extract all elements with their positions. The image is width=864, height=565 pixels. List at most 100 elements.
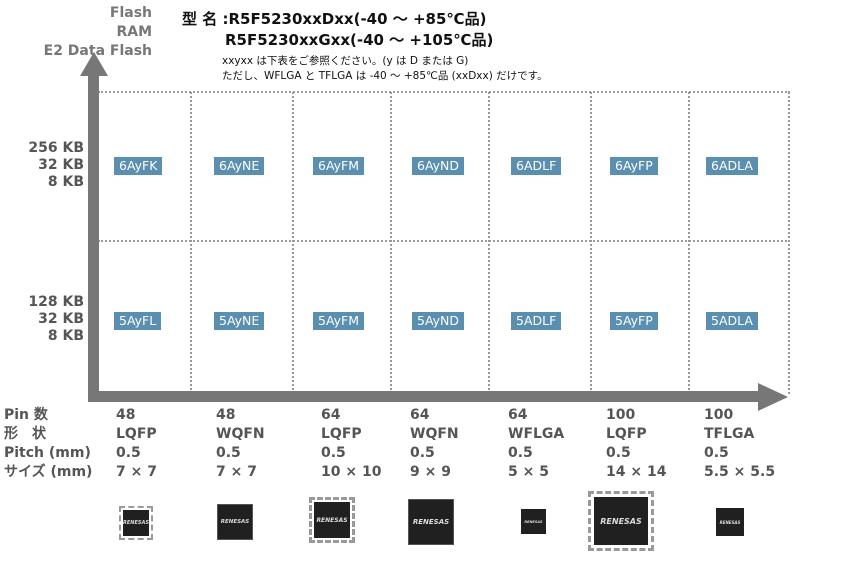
chip-logo: RENESAS — [316, 516, 348, 524]
part-code-badge: 6ADLA — [706, 157, 758, 175]
pitch-value: 0.5 — [704, 445, 729, 461]
package-shape: WQFN — [216, 426, 265, 442]
model-85c: R5F5230xxDxx — [228, 10, 354, 28]
lga-chip-icon: RENESAS — [716, 508, 744, 536]
grid-divider-7 — [788, 92, 790, 394]
part-code-badge: 5AyFM — [313, 312, 365, 330]
chip-logo: RENESAS — [524, 519, 543, 524]
size-value: 7 × 7 — [216, 464, 257, 480]
chip-logo: RENESAS — [412, 518, 450, 526]
size-value: 7 × 7 — [116, 464, 157, 480]
size-value: 14 × 14 — [606, 464, 667, 480]
y-axis-label-e2-data-flash: E2 Data Flash — [43, 43, 152, 59]
package-column: 48 LQFP 0.5 7 × 7 — [116, 406, 196, 482]
size-value: 9 × 9 — [410, 464, 451, 480]
size-value: 5 × 5 — [508, 464, 549, 480]
package-shape: TFLGA — [704, 426, 755, 442]
memory-label-row-2: 128 KB 32 KB 8 KB — [0, 294, 84, 345]
part-code-badge: 5ADLF — [511, 312, 562, 330]
model-85c-range: (-40 ～ +85℃品) — [353, 10, 487, 28]
model-line-2: R5F5230xxGxx(-40 ～ +105℃品) — [225, 29, 493, 50]
grid-line-top — [98, 91, 790, 93]
pitch-value: 0.5 — [216, 445, 241, 461]
x-axis-arrow-icon — [758, 383, 788, 411]
part-code-badge: 6ADLF — [511, 157, 562, 175]
pin-count: 100 — [606, 407, 636, 423]
pitch-value: 0.5 — [508, 445, 533, 461]
grid-divider-6 — [688, 92, 690, 394]
pitch-value: 0.5 — [321, 445, 346, 461]
grid-line-middle — [98, 240, 790, 242]
lga-chip-icon: RENESAS — [521, 509, 546, 534]
package-column: 64 WQFN 0.5 9 × 9 — [410, 406, 490, 482]
note-line-2: ただし、WFLGA と TFLGA は -40 ～ +85℃品 (xxDxx) … — [222, 70, 548, 82]
size-value: 5.5 × 5.5 — [704, 464, 776, 480]
pin-count: 64 — [321, 407, 341, 423]
qfp-chip-icon: RENESAS — [309, 497, 355, 543]
package-column: 64 WFLGA 0.5 5 × 5 — [508, 406, 588, 482]
part-code-badge: 5AyND — [412, 312, 465, 330]
x-axis — [88, 391, 760, 402]
grid-divider-2 — [292, 92, 294, 394]
model-105c-range: (-40 ～ +105℃品) — [350, 31, 494, 49]
pitch-value: 0.5 — [410, 445, 435, 461]
grid-divider-5 — [590, 92, 592, 394]
flash-size: 128 KB — [28, 294, 84, 310]
memory-label-row-1: 256 KB 32 KB 8 KB — [0, 140, 84, 191]
qfp-chip-icon: RENESAS — [119, 506, 153, 540]
pin-count: 48 — [216, 407, 236, 423]
pin-count: 64 — [410, 407, 430, 423]
part-code-badge: 6AyFK — [114, 157, 163, 175]
model-105c: R5F5230xxGxx — [225, 31, 350, 49]
package-shape: LQFP — [116, 426, 157, 442]
model-line-1: 型 名 :R5F5230xxDxx(-40 ～ +85℃品) — [182, 8, 486, 29]
part-code-badge: 6AyND — [412, 157, 465, 175]
pitch-value: 0.5 — [606, 445, 631, 461]
qfn-chip-icon: RENESAS — [217, 504, 253, 540]
package-column: 100 TFLGA 0.5 5.5 × 5.5 — [704, 406, 784, 482]
model-prefix: 型 名 : — [182, 10, 229, 28]
part-code-badge: 5AyFP — [610, 312, 658, 330]
package-shape: LQFP — [606, 426, 647, 442]
part-code-badge: 6AyNE — [214, 157, 265, 175]
y-axis — [88, 70, 99, 392]
part-code-badge: 6AyFM — [313, 157, 365, 175]
qfn-chip-icon: RENESAS — [408, 499, 454, 545]
part-code-badge: 6AyFP — [610, 157, 658, 175]
note-line-1: xxyxx は下表をご参照ください。(y は D または G) — [222, 55, 469, 67]
package-shape: WQFN — [410, 426, 459, 442]
pin-count: 48 — [116, 407, 136, 423]
grid-divider-3 — [390, 92, 392, 394]
part-code-badge: 5ADLA — [706, 312, 758, 330]
package-header-labels: Pin 数 形 状 Pitch (mm) サイズ (mm) — [4, 406, 94, 482]
chip-logo: RENESAS — [600, 516, 642, 526]
chip-logo: RENESAS — [123, 520, 149, 526]
chip-logo: RENESAS — [220, 519, 250, 525]
pitch-header: Pitch (mm) — [4, 445, 91, 461]
size-header: サイズ (mm) — [4, 464, 93, 480]
pin-count: 64 — [508, 407, 528, 423]
y-axis-arrow-icon — [80, 52, 108, 76]
pin-count: 100 — [704, 407, 734, 423]
shape-header: 形 状 — [4, 426, 46, 442]
part-code-badge: 5AyNE — [214, 312, 265, 330]
grid-divider-1 — [190, 92, 192, 394]
package-shape: WFLGA — [508, 426, 565, 442]
ram-size: 32 KB — [38, 311, 84, 327]
package-column: 100 LQFP 0.5 14 × 14 — [606, 406, 686, 482]
e2-size: 8 KB — [47, 174, 84, 190]
qfp-chip-icon: RENESAS — [588, 491, 654, 551]
flash-size: 256 KB — [28, 140, 84, 156]
grid-divider-4 — [488, 92, 490, 394]
y-axis-label-flash: Flash — [109, 5, 152, 21]
package-column: 48 WQFN 0.5 7 × 7 — [216, 406, 296, 482]
ram-size: 32 KB — [38, 157, 84, 173]
size-value: 10 × 10 — [321, 464, 382, 480]
chip-logo: RENESAS — [719, 519, 741, 525]
y-axis-label-ram: RAM — [116, 24, 152, 40]
package-column: 64 LQFP 0.5 10 × 10 — [321, 406, 401, 482]
e2-size: 8 KB — [47, 328, 84, 344]
part-code-badge: 5AyFL — [114, 312, 162, 330]
package-shape: LQFP — [321, 426, 362, 442]
pin-count-header: Pin 数 — [4, 407, 48, 423]
